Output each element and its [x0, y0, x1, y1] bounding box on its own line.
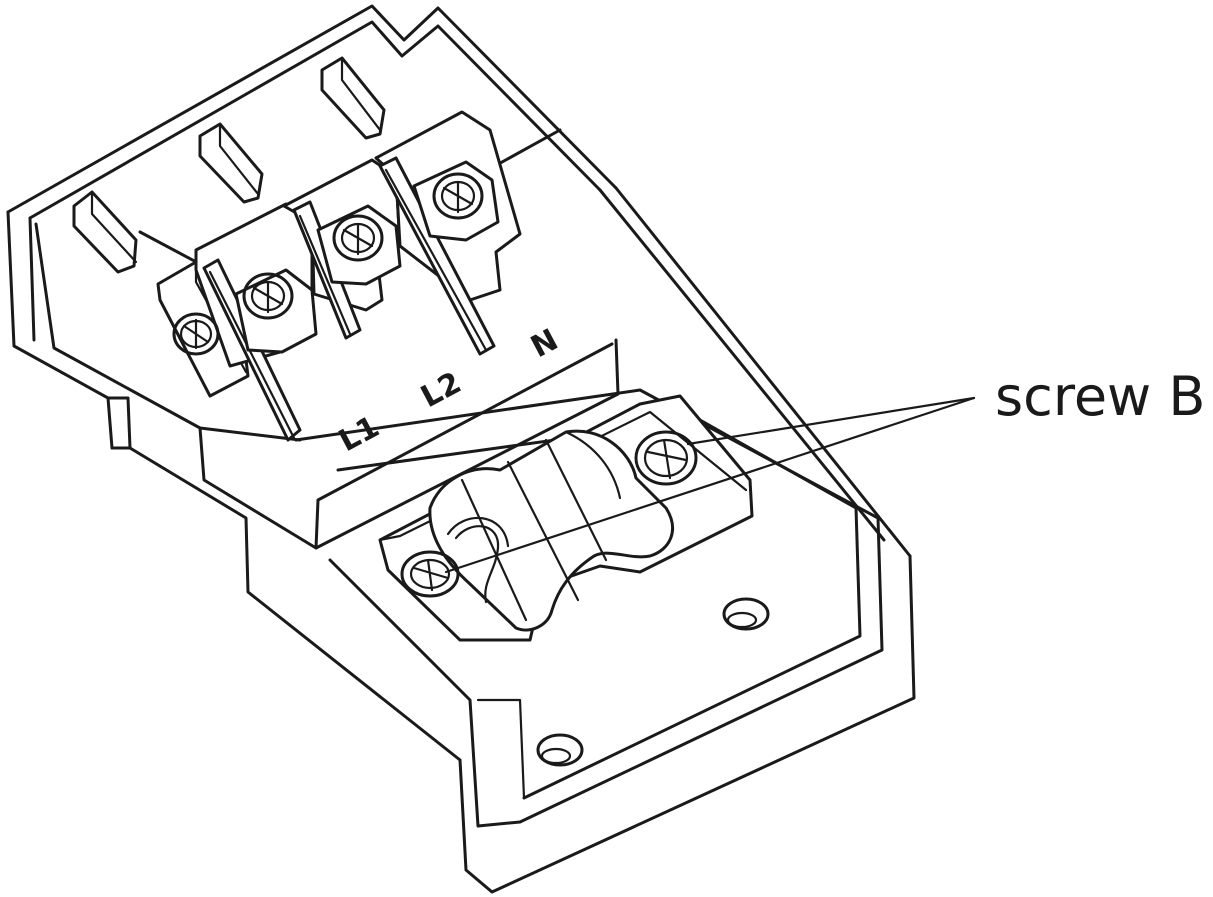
- terminal-blocks: [156, 110, 522, 442]
- terminal-label-l2: L2: [415, 365, 467, 415]
- callout-label-screw-b: screw B: [995, 365, 1206, 428]
- terminal-label-l1: L1: [333, 409, 385, 459]
- terminal-screw-1: [172, 312, 220, 356]
- terminal-screw-3: [332, 214, 384, 262]
- callout-leaders: [444, 396, 976, 574]
- clamp-screw-right: [634, 430, 698, 486]
- terminal-screw-4: [432, 172, 484, 220]
- cable-clamp: [378, 394, 754, 642]
- clamp-screw-left: [400, 550, 460, 598]
- terminal-screw-2: [242, 272, 294, 320]
- terminal-label-n: N: [525, 322, 564, 365]
- separator-ribs: [72, 56, 386, 274]
- housing-outline: [6, 4, 916, 894]
